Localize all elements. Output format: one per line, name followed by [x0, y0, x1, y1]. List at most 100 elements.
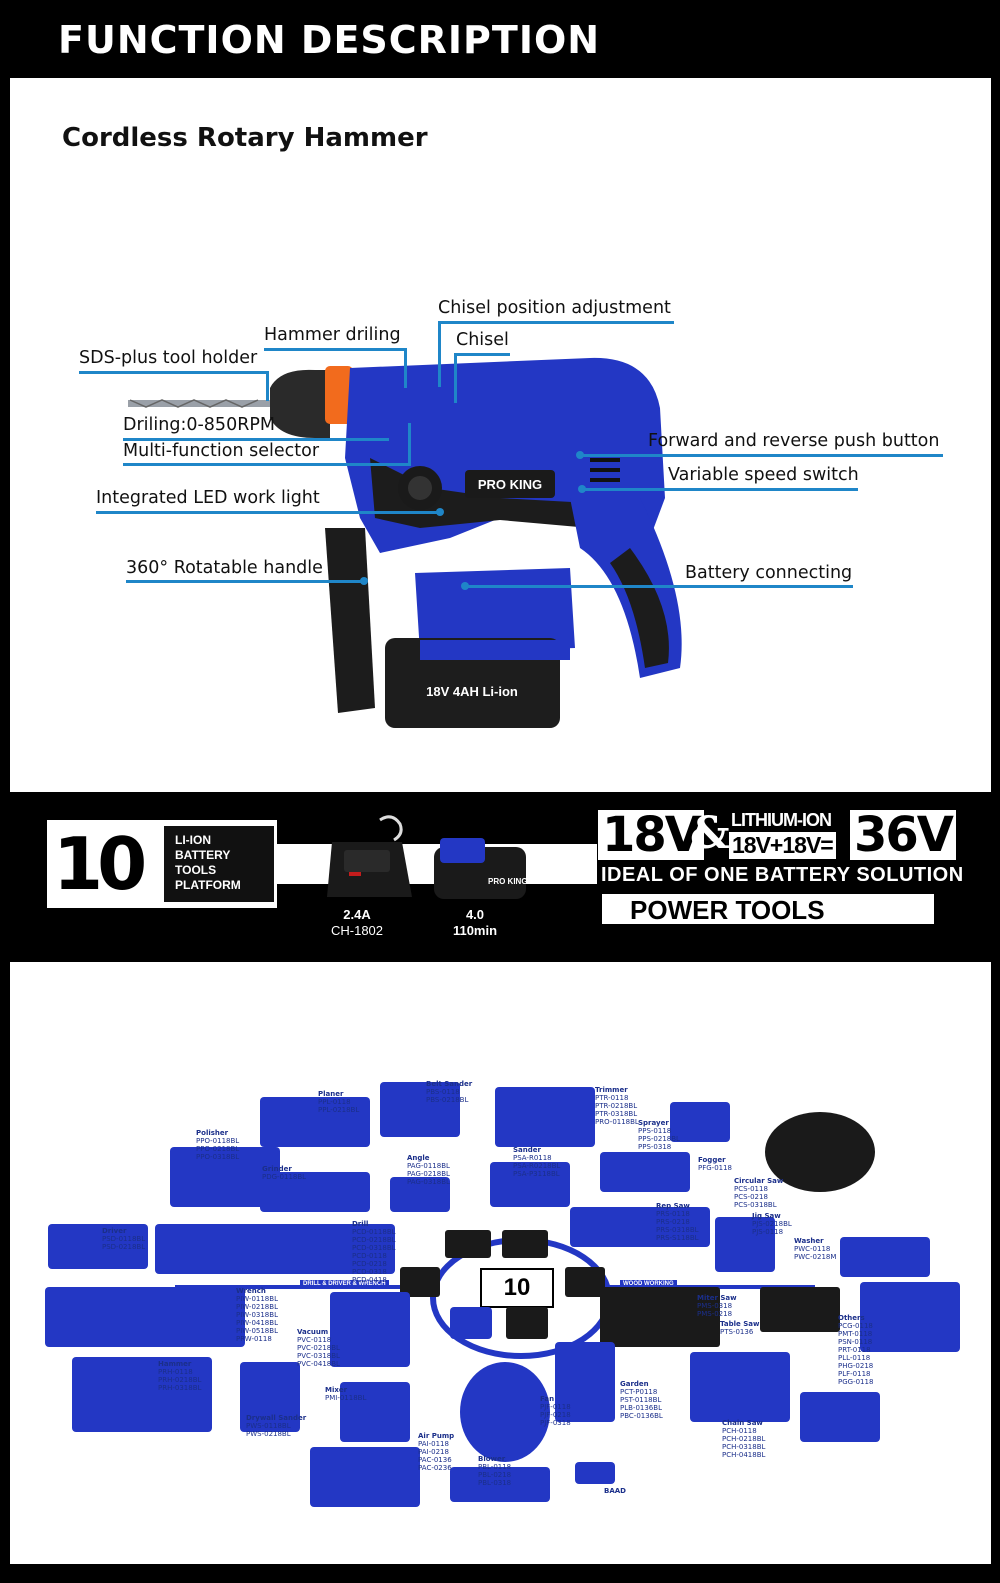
leader-line: [264, 348, 406, 351]
platform-logo-text: LI-ION BATTERY TOOLS PLATFORM: [175, 833, 241, 892]
sds-chuck: [270, 369, 330, 438]
label-speed-switch: Variable speed switch: [668, 465, 859, 485]
lithium-ion-text: LITHIUM-ION: [731, 810, 832, 830]
tool-image-grinder: [260, 1172, 370, 1212]
page-title: FUNCTION DESCRIPTION: [58, 18, 601, 62]
tool-image-sprayer: [670, 1102, 730, 1142]
label-sds-holder: SDS-plus tool holder: [79, 348, 258, 368]
leader-line: [123, 438, 389, 441]
tool-image-vacuum: [330, 1292, 410, 1367]
tool-catalog-panel: DRILL & DRIVER & WRENCH WOOD WORKING 10 …: [10, 962, 991, 1564]
ideal-solution-text: IDEAL OF ONE BATTERY SOLUTION: [601, 864, 964, 886]
cat-baad: BAAD: [604, 1487, 626, 1495]
leader-line: [408, 423, 411, 465]
tool-image-driver: [48, 1224, 148, 1269]
label-chisel-adjust: Chisel position adjustment: [438, 298, 671, 318]
label-chisel: Chisel: [456, 330, 509, 350]
aux-handle: [325, 528, 375, 713]
platform-banner: 10 LI-ION BATTERY TOOLS PLATFORM 2.4A CH…: [0, 792, 1000, 962]
tool-image-garden: [555, 1342, 615, 1422]
power-tools-text: POWER TOOLS: [630, 895, 825, 925]
tool-image-hammer: [72, 1357, 212, 1432]
leader-line: [79, 371, 269, 374]
tool-image-washer: [840, 1237, 930, 1277]
leader-line: [126, 580, 364, 583]
tool-image-belt-sander: [380, 1082, 460, 1137]
label-battery-conn: Battery connecting: [685, 563, 853, 583]
svg-text:PRO KING: PRO KING: [488, 877, 528, 886]
platform-logo: 10 LI-ION BATTERY TOOLS PLATFORM: [47, 820, 277, 908]
hub-right-label: WOOD WORKING: [620, 1280, 677, 1288]
rotary-hammer-illustration: PRO KING 18V 4AH Li-ion: [128, 357, 682, 728]
power-tools-box: POWER TOOLS: [602, 894, 934, 925]
hub-left-label: DRILL & DRIVER & WRENCH: [300, 1280, 389, 1288]
tool-image-air-pump: [310, 1447, 420, 1507]
battery-pack: [385, 638, 560, 728]
voltage-18v: 18V: [598, 810, 704, 860]
platform-logo-number: 10: [53, 822, 147, 906]
label-drilling-rpm: Driling:0-850RPM: [123, 415, 276, 435]
hub-logo: 10: [480, 1268, 554, 1308]
tool-image-circular-saw: [765, 1112, 875, 1192]
hub-battery: [450, 1307, 492, 1339]
tool-image-fogger: [600, 1152, 690, 1192]
brand-logo: PRO KING: [478, 477, 542, 492]
tool-image-miter-saw: [600, 1287, 720, 1347]
label-hammer-drilling: Hammer driling: [264, 325, 401, 345]
tool-image-sander: [490, 1162, 570, 1207]
hub-battery: [506, 1307, 548, 1339]
tool-image-cordless-misc: [800, 1392, 880, 1442]
leader-line: [454, 353, 510, 356]
product-diagram-panel: Cordless Rotary Hammer PRO KING 18V 4AH …: [10, 78, 991, 792]
charger-spec: 2.4A CH-1802: [330, 907, 384, 938]
leader-line: [96, 511, 440, 514]
orange-collar: [325, 366, 353, 424]
tool-image-jig-saw: [715, 1217, 775, 1272]
battery-label: 18V 4AH Li-ion: [426, 684, 518, 699]
leader-line: [438, 321, 674, 324]
voltage-36v: 36V: [850, 810, 956, 860]
tool-image-planer: [260, 1097, 370, 1147]
battery-image: PRO KING: [434, 838, 528, 899]
label-selector: Multi-function selector: [123, 441, 320, 461]
tool-image-drywall-sander: [240, 1362, 300, 1432]
header-bar: FUNCTION DESCRIPTION: [0, 0, 1000, 78]
tool-image-mixer: [340, 1382, 410, 1442]
product-title: Cordless Rotary Hammer: [62, 123, 428, 153]
battery-spec: 4.0 110min: [452, 907, 498, 938]
tool-image-baad: [575, 1462, 615, 1484]
ampersand: &: [690, 808, 730, 859]
battery-mount: [415, 568, 575, 653]
tool-image-chain-saw: [690, 1352, 790, 1422]
leader-line: [465, 585, 853, 588]
hub-battery: [445, 1230, 491, 1258]
tool-image-rep-saw: [570, 1207, 710, 1247]
tool-image-drill: [155, 1224, 395, 1274]
tool-image-wrench: [45, 1287, 245, 1347]
